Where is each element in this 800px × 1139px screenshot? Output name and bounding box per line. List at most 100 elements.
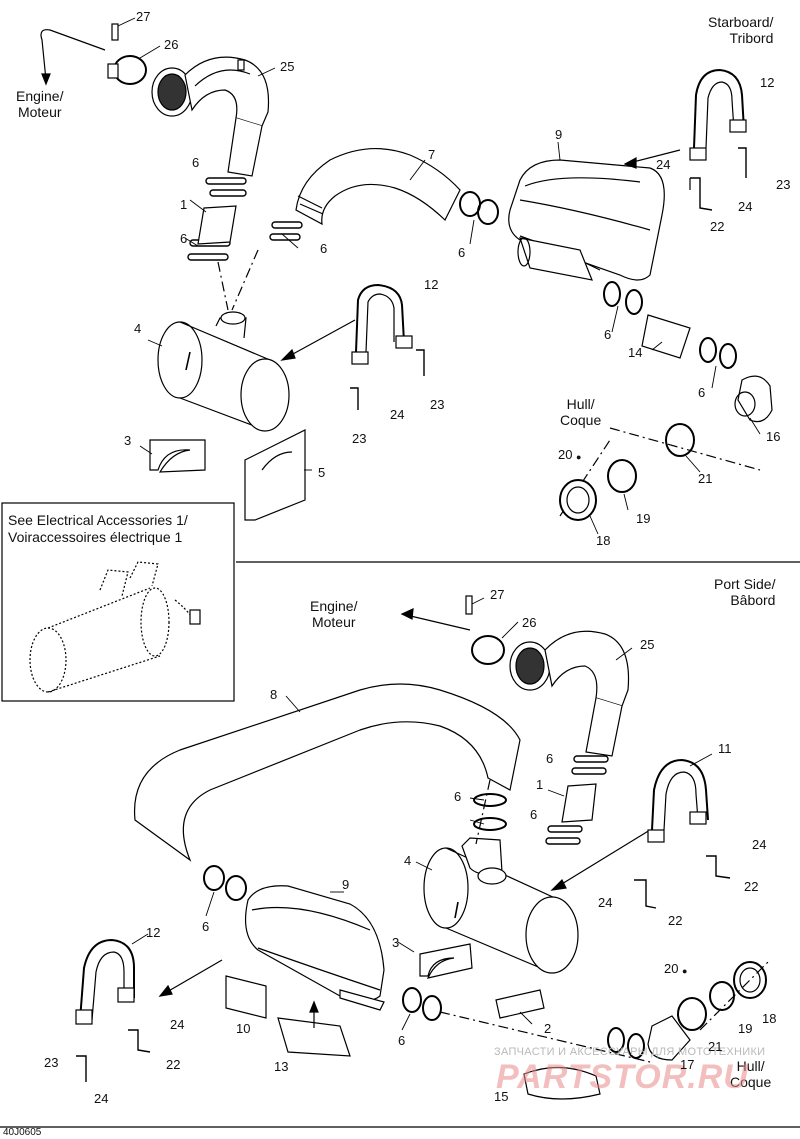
top-callout-6: 6 [320, 241, 328, 256]
top-callout-6: 6 [698, 385, 706, 400]
bottom-callout-6: 6 [546, 751, 554, 766]
part-2-pad [495, 989, 545, 1019]
diagram-code: 40J0605 [3, 1127, 42, 1138]
bottom-callout-6: 6 [202, 919, 210, 934]
section-label-port: Port Side/ Bâbord [714, 576, 776, 608]
top-callout-25: 25 [280, 59, 295, 74]
bottom-callout-21: 21 [708, 1039, 723, 1054]
part-25-elbow-b [509, 630, 630, 707]
engine-label-top: Engine/ Moteur [16, 88, 64, 120]
inset-muffler [29, 561, 192, 693]
part-19-ring-top [607, 459, 637, 493]
top-callout-23: 23 [430, 397, 445, 412]
bottom-callout-11: 11 [718, 741, 732, 756]
part-18-nut-b [733, 961, 767, 999]
top-callout-6: 6 [180, 231, 188, 246]
top-callout-19: 19 [636, 511, 651, 526]
bottom-callout-3: 3 [392, 935, 400, 950]
sealant-drop-icon: ● [576, 452, 582, 462]
bottom-callout-10: 10 [236, 1021, 251, 1036]
top-callout-24: 24 [390, 407, 405, 422]
part-25-pipe [227, 117, 263, 177]
top-callout-24: 24 [738, 199, 753, 214]
section-label-starboard: Starboard/ Tribord [708, 14, 774, 46]
top-callout-24: 24 [656, 157, 671, 172]
part-13-pad [277, 1017, 351, 1057]
bottom-callout-22: 22 [668, 913, 683, 928]
part-11-strap [647, 758, 709, 843]
part-4-muffler-b [423, 837, 579, 974]
part-12-strap-middle [351, 283, 413, 365]
inset-reference-text: See Electrical Accessories 1/ Voiraccess… [8, 512, 188, 545]
bottom-callout-27: 27 [490, 587, 505, 602]
bottom-callout-8: 8 [270, 687, 278, 702]
top-callout-6: 6 [604, 327, 612, 342]
part-4-muffler [157, 311, 290, 432]
hull-label-bottom: Hull/ Coque [730, 1058, 772, 1090]
part-3-saddle-b [419, 943, 473, 979]
part-18-nut-top [559, 479, 597, 521]
part-25-elbow [151, 56, 270, 127]
top-callout-23: 23 [776, 177, 791, 192]
top-callout-12: 12 [760, 75, 775, 90]
part-12-strap-top-right [689, 68, 747, 161]
bottom-callout-22: 22 [166, 1057, 181, 1072]
part-15-hose [523, 1066, 601, 1100]
bottom-callout-4: 4 [404, 853, 412, 868]
top-callout-18: 18 [596, 533, 611, 548]
bottom-callout-6: 6 [530, 807, 538, 822]
bottom-callout-1: 1 [536, 777, 544, 792]
bottom-callout-23: 23 [44, 1055, 59, 1070]
bottom-callout-24: 24 [170, 1017, 185, 1032]
part-1-coupler [197, 205, 237, 245]
top-callout-27: 27 [136, 9, 151, 24]
bottom-callout-2: 2 [544, 1021, 552, 1036]
inset-connector [189, 609, 201, 625]
engine-arrow-top [40, 29, 106, 81]
bottom-callout-17: 17 [680, 1057, 695, 1072]
part-19-ring-b [709, 981, 735, 1011]
part-6-clamp-d [269, 233, 301, 241]
part-17-fitting [647, 1015, 691, 1061]
bottom-callout-19: 19 [738, 1021, 753, 1036]
bottom-callout-24: 24 [752, 837, 767, 852]
top-callout-4: 4 [134, 321, 142, 336]
part-5-saddle [244, 429, 306, 521]
top-callout-23: 23 [352, 431, 367, 446]
top-callout-9: 9 [555, 127, 563, 142]
watermark-logo: PARTSTOR.RU [496, 1058, 749, 1096]
part-14-hose [641, 314, 691, 359]
part-9-muffler-box [508, 159, 665, 281]
part-21-ring-top [665, 423, 695, 457]
bottom-callout-25: 25 [640, 637, 655, 652]
top-callout-6: 6 [458, 245, 466, 260]
bottom-callout-26: 26 [522, 615, 537, 630]
part-10-pad [225, 975, 267, 1019]
part-9-outlet [519, 237, 593, 281]
bottom-callout-13: 13 [274, 1059, 289, 1074]
bottom-callout-18: 18 [762, 1011, 777, 1026]
part-26-clamp [113, 55, 147, 85]
part-6-clamp-c [271, 221, 303, 229]
part-27-bolt-b [465, 595, 473, 615]
bottom-callout-15: 15 [494, 1089, 509, 1104]
top-callout-22: 22 [710, 219, 725, 234]
bottom-callout-6: 6 [454, 789, 462, 804]
part-27-bolt [111, 23, 119, 41]
part-1-coupler-b [561, 783, 597, 823]
watermark-text: ЗАПЧАСТИ И АКСЕССУАРЫ ДЛЯ МОТОТЕХНИКИ [494, 1046, 766, 1058]
bottom-callout-20: 20 [664, 961, 679, 976]
part-6-clamp-b [477, 199, 499, 225]
top-callout-1: 1 [180, 197, 188, 212]
hull-label-top: Hull/ Coque [560, 396, 602, 428]
part-16-fitting [737, 375, 773, 423]
sealant-drop-icon: ● [682, 966, 688, 976]
bottom-callout-9: 9 [342, 877, 350, 892]
top-callout-12: 12 [424, 277, 439, 292]
top-callout-21: 21 [698, 471, 713, 486]
top-callout-14: 14 [628, 345, 643, 360]
part-9-muffler-box-b [245, 885, 385, 1002]
top-callout-3: 3 [124, 433, 132, 448]
part-8-pipe [133, 683, 521, 862]
